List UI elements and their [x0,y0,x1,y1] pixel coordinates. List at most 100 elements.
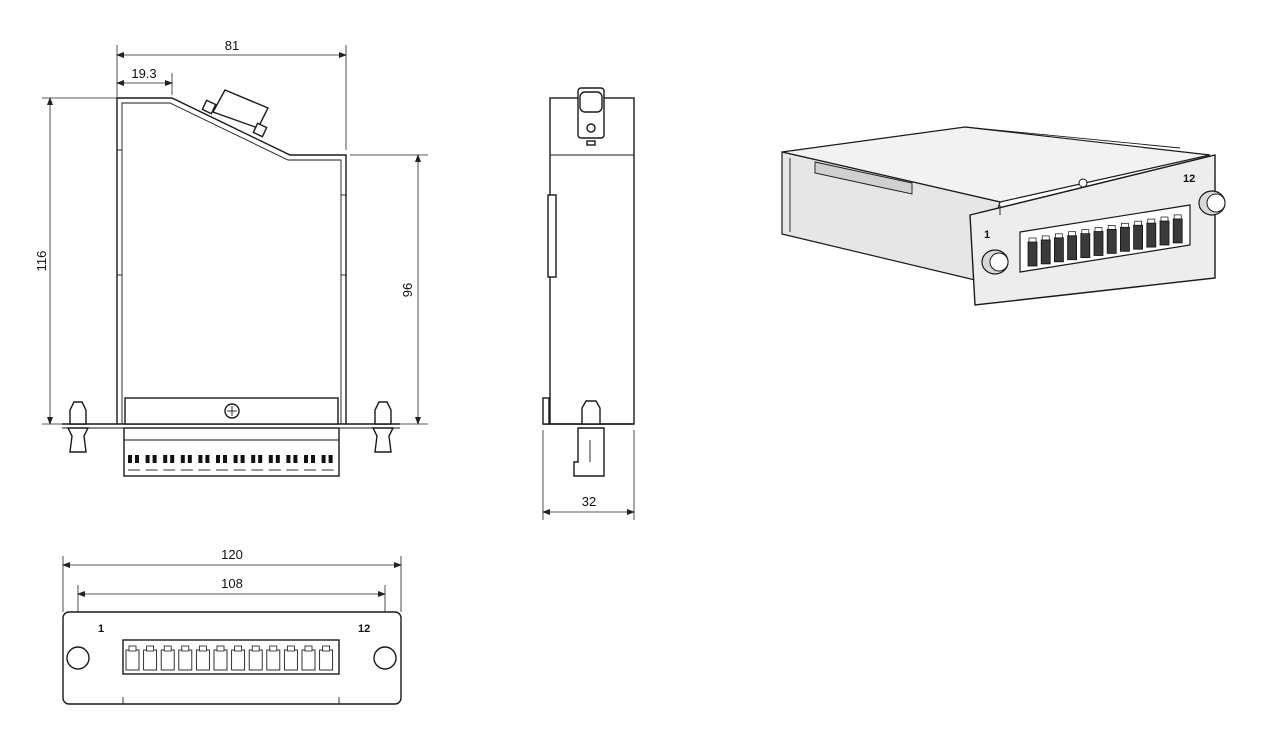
dimension-19-3-label: 19.3 [131,66,156,81]
fiber-port [125,649,140,671]
dimension-120: 120 [62,547,402,612]
connector-tooth [198,455,203,463]
port-label-last: 12 [358,623,370,635]
port-latch [322,645,331,652]
port-latch [269,645,278,652]
connector-tooth [163,455,168,463]
connector-tooth [145,455,150,463]
dimension-108-label: 108 [221,576,243,591]
iso-port-latch [1134,220,1142,226]
iso-fiber-port [1093,231,1104,256]
iso-fiber-port [1146,222,1157,248]
connector-tooth [205,455,210,463]
port-latch [304,645,313,652]
connector-tooth [128,455,132,463]
iso-port-label-first: 1 [984,229,990,241]
port-latch [146,645,155,652]
mounting-hole-right [373,646,397,670]
iso-fiber-port [1120,226,1130,252]
iso-port-latch [1028,237,1037,243]
iso-fiber-port [1172,218,1183,244]
base-flange [62,397,400,429]
port-latch [251,645,260,652]
iso-screw-left [981,249,1009,275]
connector-tooth [321,455,326,463]
iso-fiber-port [1054,237,1064,263]
connector-tooth [240,455,245,463]
iso-port-latch [1121,222,1129,228]
connector-tooth [170,455,175,463]
connector-tooth [180,455,185,463]
fiber-port [301,649,316,671]
fiber-port [143,649,158,671]
mounting-hole-left [66,646,90,670]
iso-port-latch [1094,227,1103,232]
connector-tooth [286,455,291,463]
port-latch [181,645,190,652]
iso-fiber-port [1080,233,1091,259]
iso-fiber-port [1133,224,1143,250]
connector-block [123,427,340,477]
iso-fiber-port [1106,228,1117,254]
connector-tooth [187,455,192,463]
connector-tooth [304,455,308,463]
dimension-19-3: 19.3 [116,66,173,95]
connector-tooth [275,455,280,463]
fiber-port [248,649,263,671]
top-view: 81 19.3 116 96 [34,38,428,477]
iso-port-latch [1081,229,1090,234]
isometric-view: 1 12 [781,126,1226,306]
connector-tooth [152,455,157,463]
iso-port-latch [1107,225,1116,230]
captive-screw-left [66,401,90,453]
dimension-116: 116 [34,97,117,425]
iso-port-latch [1147,218,1156,224]
fiber-port [266,649,281,671]
housing-outline [116,97,347,424]
iso-fiber-port [1027,241,1038,267]
dimension-116-label: 116 [34,251,49,272]
iso-fiber-port [1067,235,1077,261]
connector-tooth [268,455,273,463]
connector-tooth [328,455,333,463]
port-latch [198,645,207,652]
dimension-81-label: 81 [225,38,239,53]
iso-port-latch [1160,216,1169,222]
dimension-96: 96 [350,154,428,425]
iso-fiber-port [1159,220,1170,246]
dimension-96-label: 96 [400,283,415,297]
iso-port-latch [1173,214,1182,220]
port-latch [128,645,137,652]
fiber-port [283,649,298,671]
side-view: 32 [542,87,635,520]
iso-fiber-port [1040,239,1051,265]
fiber-port [160,649,175,671]
dimension-81: 81 [116,38,347,150]
connector-tooth [251,455,256,463]
connector-tooth [311,455,315,463]
iso-port-latch [1041,235,1050,241]
fiber-port [195,649,210,671]
latch [201,89,269,138]
iso-port-label-last: 12 [1183,173,1195,185]
connector-tooth [223,455,227,463]
fiber-port [213,649,228,671]
port-latch [234,645,243,652]
fiber-port [178,649,193,671]
iso-screw-right [1198,190,1226,216]
connector-tooth [258,455,263,463]
front-view: 120 108 1 12 [62,547,402,705]
iso-port-latch [1068,231,1076,237]
port-latch [163,645,172,652]
port-latch [216,645,225,652]
dimension-32-label: 32 [582,494,596,509]
dimension-120-label: 120 [221,547,243,562]
fiber-port [231,649,246,671]
connector-tooth [293,455,298,463]
dimension-32: 32 [542,430,635,520]
captive-screw-right [371,401,395,453]
connector-tooth [135,455,139,463]
port-latch [286,645,295,652]
fiber-port [319,649,334,671]
